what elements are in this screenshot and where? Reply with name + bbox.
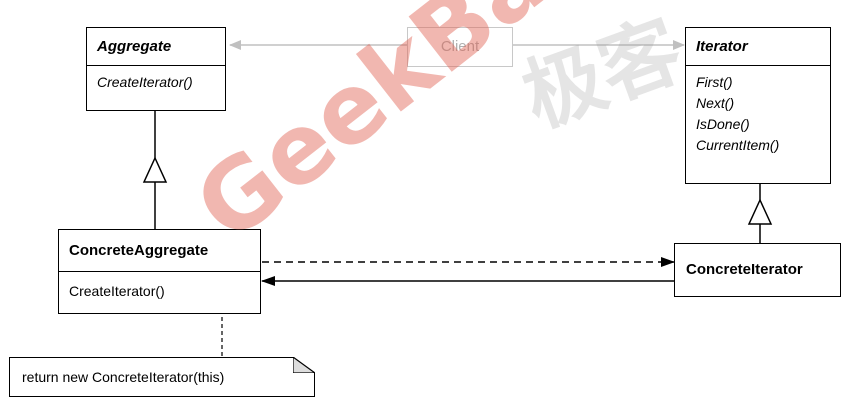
implementation-note-text: return new ConcreteIterator(this) bbox=[22, 369, 225, 385]
iterator-class[interactable]: Iterator First() Next() IsDone() Current… bbox=[685, 27, 831, 184]
concrete-aggregate-class-name: ConcreteAggregate bbox=[59, 230, 260, 272]
aggregate-operations: CreateIterator() bbox=[87, 66, 225, 99]
iterator-class-name: Iterator bbox=[686, 28, 830, 66]
aggregate-op-create-iterator: CreateIterator() bbox=[97, 74, 193, 90]
concrete-aggregate-op-create-iterator: CreateIterator() bbox=[69, 283, 165, 299]
iterator-op-first: First() bbox=[696, 74, 733, 90]
client-class[interactable]: Client bbox=[407, 27, 513, 67]
note-folded-corner-icon bbox=[293, 357, 315, 373]
iterator-op-next: Next() bbox=[696, 95, 735, 111]
aggregate-class[interactable]: Aggregate CreateIterator() bbox=[86, 27, 226, 111]
iterator-inheritance-triangle bbox=[747, 198, 773, 225]
iterator-op-currentitem: CurrentItem() bbox=[696, 137, 780, 153]
implementation-note: return new ConcreteIterator(this) bbox=[9, 357, 315, 397]
iterator-operations: First() Next() IsDone() CurrentItem() bbox=[686, 66, 830, 162]
concrete-iterator-class[interactable]: ConcreteIterator bbox=[674, 243, 841, 297]
aggregate-inheritance-triangle bbox=[142, 156, 168, 183]
concrete-aggregate-operations: CreateIterator() bbox=[59, 272, 260, 308]
iterator-op-isdone: IsDone() bbox=[696, 116, 750, 132]
concrete-aggregate-class[interactable]: ConcreteAggregate CreateIterator() bbox=[58, 229, 261, 314]
concrete-iterator-class-name: ConcreteIterator bbox=[686, 261, 803, 278]
aggregate-class-name: Aggregate bbox=[87, 28, 225, 66]
